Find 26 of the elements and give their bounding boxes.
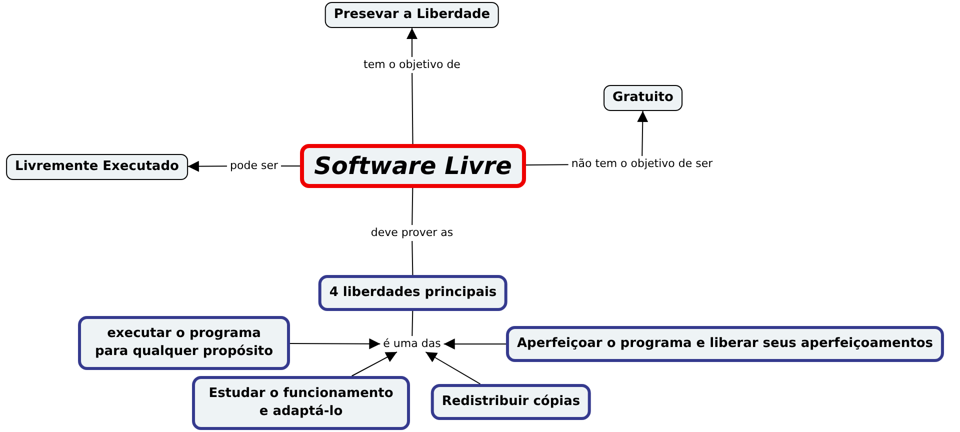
concept-box: Aperfeiçoar o programa e liberar seus aperfeiçoamentos xyxy=(506,326,944,362)
arrow xyxy=(406,28,418,58)
connector-line xyxy=(412,72,414,144)
linking-phrase: deve prover as xyxy=(368,225,456,241)
concept-box: Redistribuir cópias xyxy=(430,384,592,420)
connector-line xyxy=(412,310,414,336)
concept-box: Estudar o funcionamento e adaptá-lo xyxy=(192,376,410,430)
main-concept-box: Software Livre xyxy=(300,144,526,188)
arrow xyxy=(443,338,506,350)
linking-phrase: é uma das xyxy=(380,336,444,352)
linking-phrase: tem o objetivo de xyxy=(360,57,464,73)
connector-line xyxy=(412,240,414,276)
concept-box: Livremente Executado xyxy=(6,154,188,180)
concept-box: executar o programa para qualquer propósito xyxy=(78,316,290,370)
arrow xyxy=(637,110,648,156)
linking-phrase: não tem o objetivo de ser xyxy=(568,156,716,172)
concept-box: Gratuito xyxy=(604,85,682,111)
concept-box: Presevar a Liberdade xyxy=(324,2,500,28)
arrow xyxy=(187,160,228,172)
connector-line xyxy=(412,188,414,226)
connector-line xyxy=(526,164,569,166)
arrow xyxy=(290,338,381,350)
arrow xyxy=(425,352,481,384)
concept-box: 4 liberdades principais xyxy=(318,275,508,311)
linking-phrase: pode ser xyxy=(227,158,281,174)
arrow xyxy=(351,352,398,376)
